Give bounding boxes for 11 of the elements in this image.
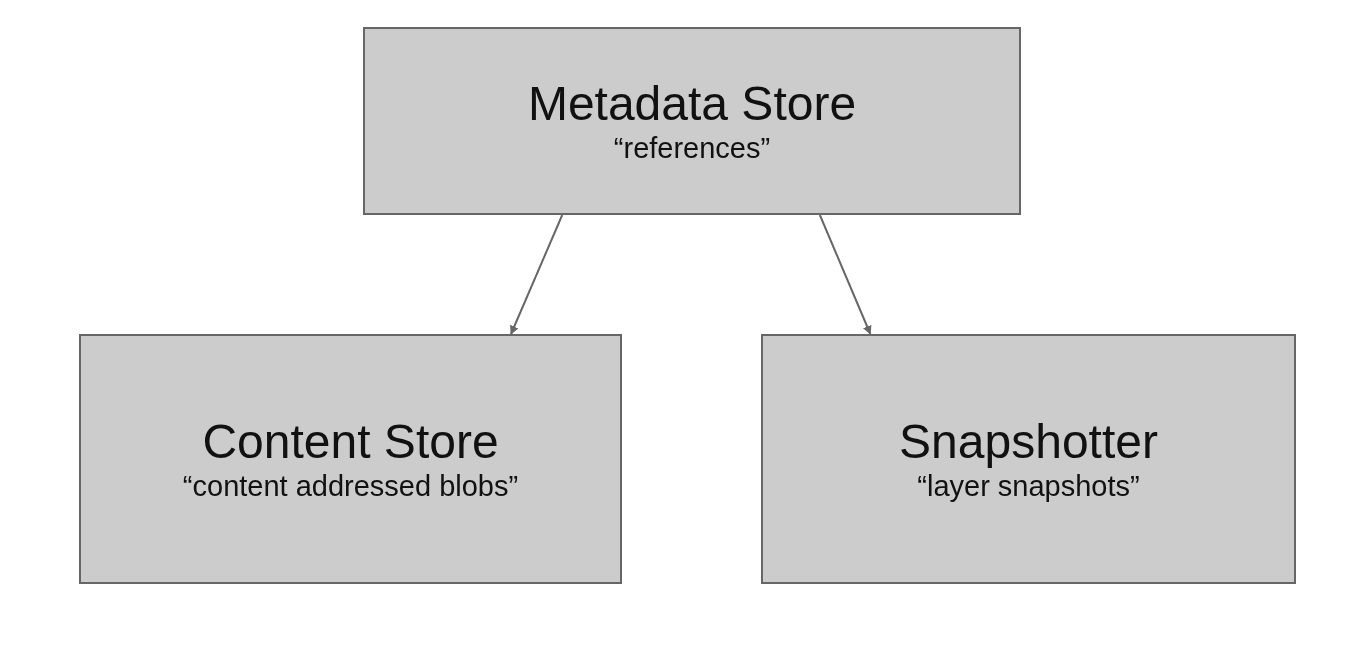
store-box [363,27,1021,215]
box-subtitle: “layer snapshots” [917,469,1140,504]
box-subtitle: “references” [613,131,771,166]
store-box [79,334,622,584]
box-subtitle: “content addressed blobs” [182,469,519,504]
box-title: Metadata Store [527,76,857,132]
arrow [510,214,564,335]
box-title: Snapshotter [899,414,1158,470]
arrow [818,214,872,335]
store-box [761,334,1296,584]
box-title: Content Store [202,414,499,470]
